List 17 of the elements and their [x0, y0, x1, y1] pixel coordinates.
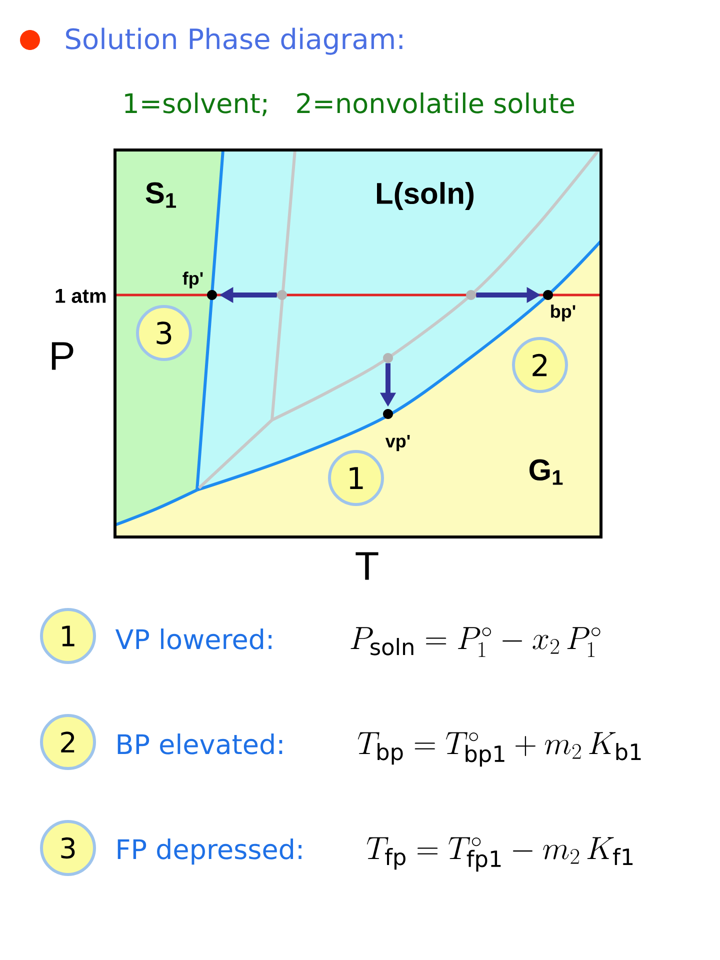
equation: $T_{\mathrm{fp}} = T_{\mathrm{fp1}}^{\circ} - m_{2}\,K_{\mathrm{f1}}$: [366, 837, 633, 872]
axis-label: T: [356, 552, 378, 580]
axis-label: P: [52, 342, 74, 370]
pressure-label: 1 atm: [56, 289, 106, 303]
description-text: VP lowered:: [115, 628, 272, 650]
point-marker: [277, 290, 287, 300]
point-label: vp': [385, 434, 410, 452]
point-label: bp': [551, 304, 576, 322]
subtitle-text: 2=nonvolatile solute: [297, 92, 574, 114]
description-text: FP depressed:: [118, 838, 302, 865]
title: Solution Phase diagram:: [66, 28, 402, 55]
point-marker: [383, 353, 393, 363]
equation: $T_{\mathrm{bp}} = T_{\mathrm{bp1}}^{\circ} + m_{2}\,K_{\mathrm{b1}}$: [358, 732, 641, 767]
point-marker: [466, 290, 476, 300]
equation: $P_{\mathrm{soln}} = P_{1}^{\circ} - x_{2}\,P_{1}^{\circ}$: [350, 627, 600, 657]
subtitle-text: 1=solvent;: [125, 92, 266, 116]
description-text: BP elevated:: [118, 734, 282, 754]
